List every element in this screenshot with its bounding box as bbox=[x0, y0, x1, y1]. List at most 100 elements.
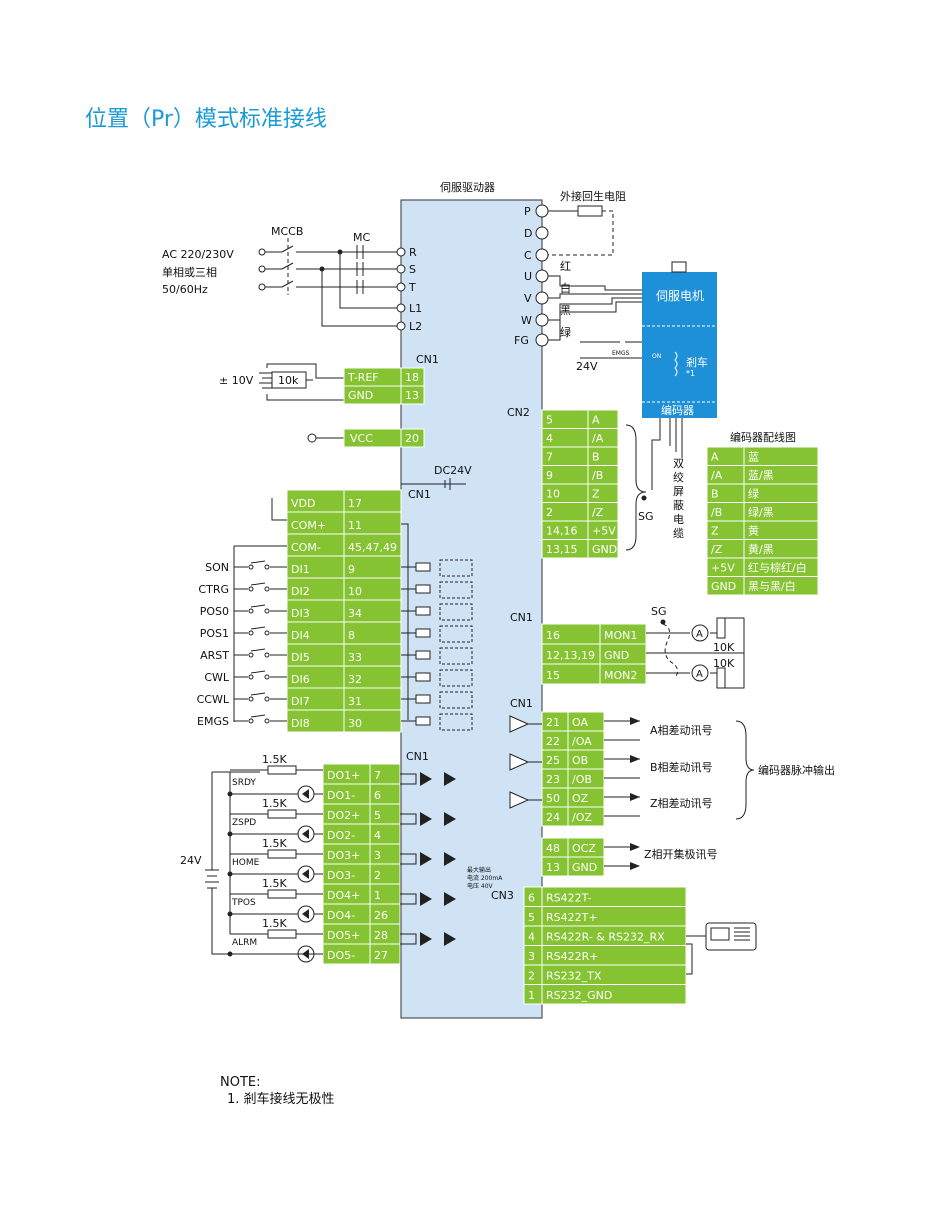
output-name-5: DO3- bbox=[327, 869, 355, 882]
enc-color-7: 黑与黑/白 bbox=[748, 579, 796, 593]
switch-contact-a-4 bbox=[248, 586, 254, 592]
output-pin-8: 28 bbox=[374, 929, 388, 942]
tref-pin: 18 bbox=[405, 371, 419, 384]
pulse-name-3: /OB bbox=[572, 773, 592, 786]
input-name-5: DI3 bbox=[291, 607, 310, 620]
cn2-pin-3: 9 bbox=[546, 469, 553, 482]
terminal-t: T bbox=[408, 281, 416, 294]
pulse-label-a: A相差动讯号 bbox=[650, 723, 713, 737]
switch-contact-b-4 bbox=[264, 586, 270, 592]
switch-blade-4 bbox=[250, 582, 266, 586]
input-optocoupler-4 bbox=[439, 581, 473, 599]
cn2-name-2: B bbox=[592, 451, 600, 464]
output-pin-5: 2 bbox=[374, 869, 381, 882]
pulse-name-2: OB bbox=[572, 754, 588, 767]
input-pin-0: 17 bbox=[348, 497, 362, 510]
switch-contact-a-10 bbox=[248, 718, 254, 724]
pulse-arrow-4 bbox=[630, 793, 640, 801]
switch-contact-a-7 bbox=[248, 652, 254, 658]
wire-black: 黑 bbox=[560, 304, 571, 317]
motor-shaft bbox=[671, 261, 687, 273]
cn1-output-block: DO1+7DO1-6DO2+5DO2-4DO3+3DO3-2DO4+1DO4-2… bbox=[227, 753, 456, 965]
output-led-mark-1 bbox=[302, 829, 309, 839]
dc24v-symbol bbox=[401, 478, 466, 490]
input-optocoupler-8 bbox=[439, 669, 473, 687]
monitor-pin-1: 12,13,19 bbox=[546, 649, 595, 662]
output-pin-2: 5 bbox=[374, 809, 381, 822]
terminal-r: R bbox=[409, 246, 417, 259]
switch-contact-b-8 bbox=[264, 674, 270, 680]
input-signal-3: SON bbox=[205, 561, 229, 574]
cn1-label: CN1 bbox=[416, 353, 439, 366]
tref-rows bbox=[343, 367, 425, 405]
input-name-3: DI1 bbox=[291, 563, 310, 576]
com-plus-bus bbox=[401, 523, 409, 720]
input-resistor-5 bbox=[415, 606, 431, 616]
input-resistor-9 bbox=[415, 694, 431, 704]
cn3-label: CN3 bbox=[491, 889, 514, 902]
cn2-pin-1: 4 bbox=[546, 432, 553, 445]
tref-gnd-name: GND bbox=[348, 389, 373, 402]
monitor-pin-2: 15 bbox=[546, 669, 560, 682]
driver-label: 伺服驱动器 bbox=[440, 181, 495, 194]
cn3-name-5-cell bbox=[541, 984, 687, 1005]
ocz-pin-1: 13 bbox=[546, 861, 560, 874]
ac-voltage-label: AC 220/230V bbox=[162, 248, 234, 261]
ocz-name-0: OCZ bbox=[572, 842, 596, 855]
input-name-1: COM+ bbox=[291, 519, 326, 532]
ocz-arrow-1 bbox=[630, 862, 640, 870]
input-signal-8: CWL bbox=[204, 671, 230, 684]
input-name-2: COM- bbox=[291, 541, 321, 554]
monitor-pot-2 bbox=[716, 667, 726, 689]
terminal-l2: L2 bbox=[409, 320, 422, 333]
pulse-label-z: Z相差动讯号 bbox=[650, 796, 713, 810]
input-signal-4: CTRG bbox=[198, 583, 229, 596]
switch-contact-b-3 bbox=[264, 564, 270, 570]
input-resistor-8 bbox=[415, 672, 431, 682]
cn2-name-4: Z bbox=[592, 488, 600, 501]
output-internal-2 bbox=[400, 853, 417, 865]
cn2-pin-0: 5 bbox=[546, 414, 553, 427]
tref-battery bbox=[259, 372, 275, 389]
output-transistor-4 bbox=[420, 932, 456, 946]
sg-dot bbox=[641, 495, 647, 501]
pulse-group-label: 编码器脉冲输出 bbox=[758, 763, 835, 777]
terminal-c: C bbox=[524, 249, 532, 262]
shield-char-2: 绞 bbox=[673, 470, 684, 484]
power-lines bbox=[258, 238, 397, 327]
pulse-brace bbox=[735, 720, 755, 820]
encoder-cable bbox=[651, 418, 683, 490]
output-name-2: DO2+ bbox=[327, 809, 360, 822]
input-name-10: DI8 bbox=[291, 717, 310, 730]
dc24v-label: DC24V bbox=[434, 464, 472, 477]
output-wire-0 bbox=[230, 769, 323, 795]
monitor-res-1: 10K bbox=[713, 641, 735, 654]
cn1-label-pulse: CN1 bbox=[510, 697, 533, 710]
meter-1 bbox=[691, 624, 709, 642]
vdd-com-jumper bbox=[271, 498, 287, 521]
pulse-pin-0: 21 bbox=[546, 716, 560, 729]
vcc-name: VCC bbox=[350, 432, 373, 445]
cn2-name-6: +5V bbox=[592, 525, 616, 538]
input-resistor-6 bbox=[415, 628, 431, 638]
output-name-6: DO4+ bbox=[327, 889, 360, 902]
input-signal-10: EMGS bbox=[197, 715, 229, 728]
switch-blade-5 bbox=[250, 604, 266, 608]
monitor-res-2: 10K bbox=[713, 657, 735, 670]
switch-blade-7 bbox=[250, 648, 266, 652]
mccb-label: MCCB bbox=[271, 225, 303, 238]
cn2-pin-2: 7 bbox=[546, 451, 553, 464]
switch-blade-3 bbox=[250, 560, 266, 564]
pulse-arrow-0 bbox=[630, 717, 640, 725]
output-resistor-3 bbox=[267, 889, 297, 899]
brake-wiring bbox=[580, 341, 642, 359]
ocz-name-1: GND bbox=[572, 861, 597, 874]
output-pin-0: 7 bbox=[374, 769, 381, 782]
cn3-pin-4: 2 bbox=[528, 970, 535, 983]
output-pin-4: 3 bbox=[374, 849, 381, 862]
output-res-label-4: 1.5K bbox=[262, 917, 287, 930]
cn3-name-2: RS422R- & RS232_RX bbox=[546, 931, 665, 944]
